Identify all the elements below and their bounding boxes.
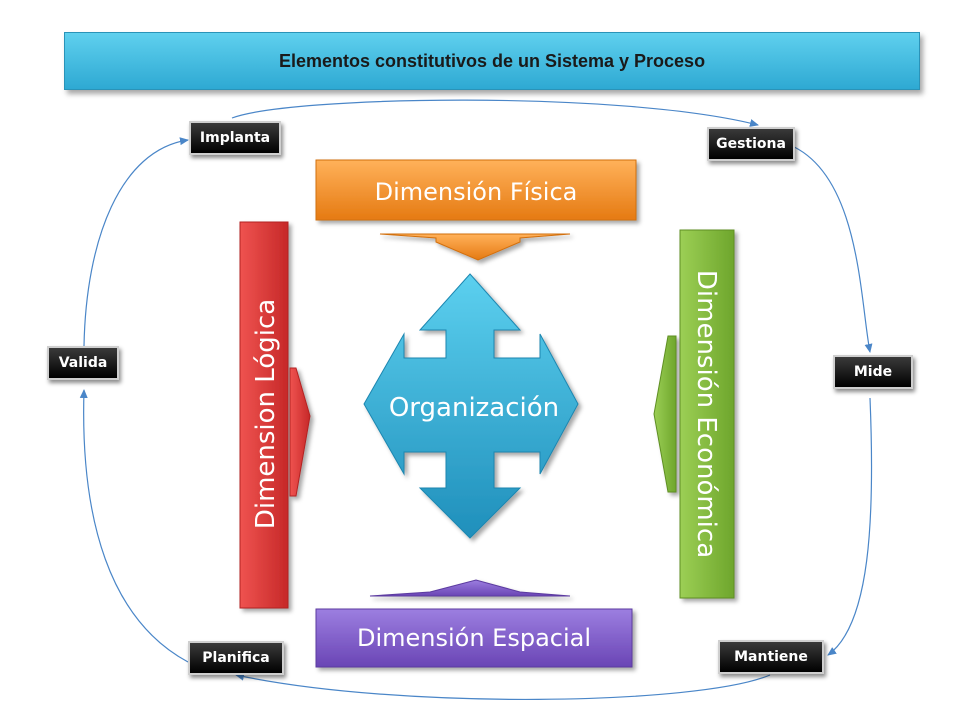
mantiene-tag: Mantiene bbox=[718, 640, 824, 674]
dimension-fisica-callout bbox=[315, 159, 637, 261]
organization-four-way-arrow bbox=[363, 273, 579, 539]
implanta-tag: Implanta bbox=[189, 121, 281, 155]
connector-valida-implanta bbox=[83, 137, 189, 347]
dimension-espacial-callout bbox=[315, 579, 633, 668]
mide-tag: Mide bbox=[833, 355, 913, 389]
connector-implanta-gestiona bbox=[231, 99, 759, 127]
connector-gestiona-mide bbox=[789, 144, 873, 353]
dimension-economica-label: Dimensión Económica bbox=[691, 270, 721, 558]
connector-planifica-valida bbox=[79, 389, 189, 663]
dimension-economica-callout bbox=[653, 229, 735, 599]
dimension-fisica-label: Dimensión Física bbox=[375, 178, 578, 206]
dimension-logica-callout bbox=[239, 221, 311, 609]
dimension-espacial-label: Dimensión Espacial bbox=[357, 624, 591, 652]
valida-tag: Valida bbox=[47, 346, 119, 380]
title-banner: Elementos constitutivos de un Sistema y … bbox=[64, 32, 920, 90]
diagram-title: Elementos constitutivos de un Sistema y … bbox=[278, 50, 706, 71]
gestiona-tag: Gestiona bbox=[707, 127, 795, 161]
organization-label: Organización bbox=[389, 393, 559, 423]
connector-mide-mantiene bbox=[827, 397, 873, 656]
dimension-logica-label: Dimension Lógica bbox=[251, 299, 281, 529]
connector-mantiene-planifica bbox=[235, 672, 771, 700]
planifica-tag: Planifica bbox=[188, 641, 284, 675]
